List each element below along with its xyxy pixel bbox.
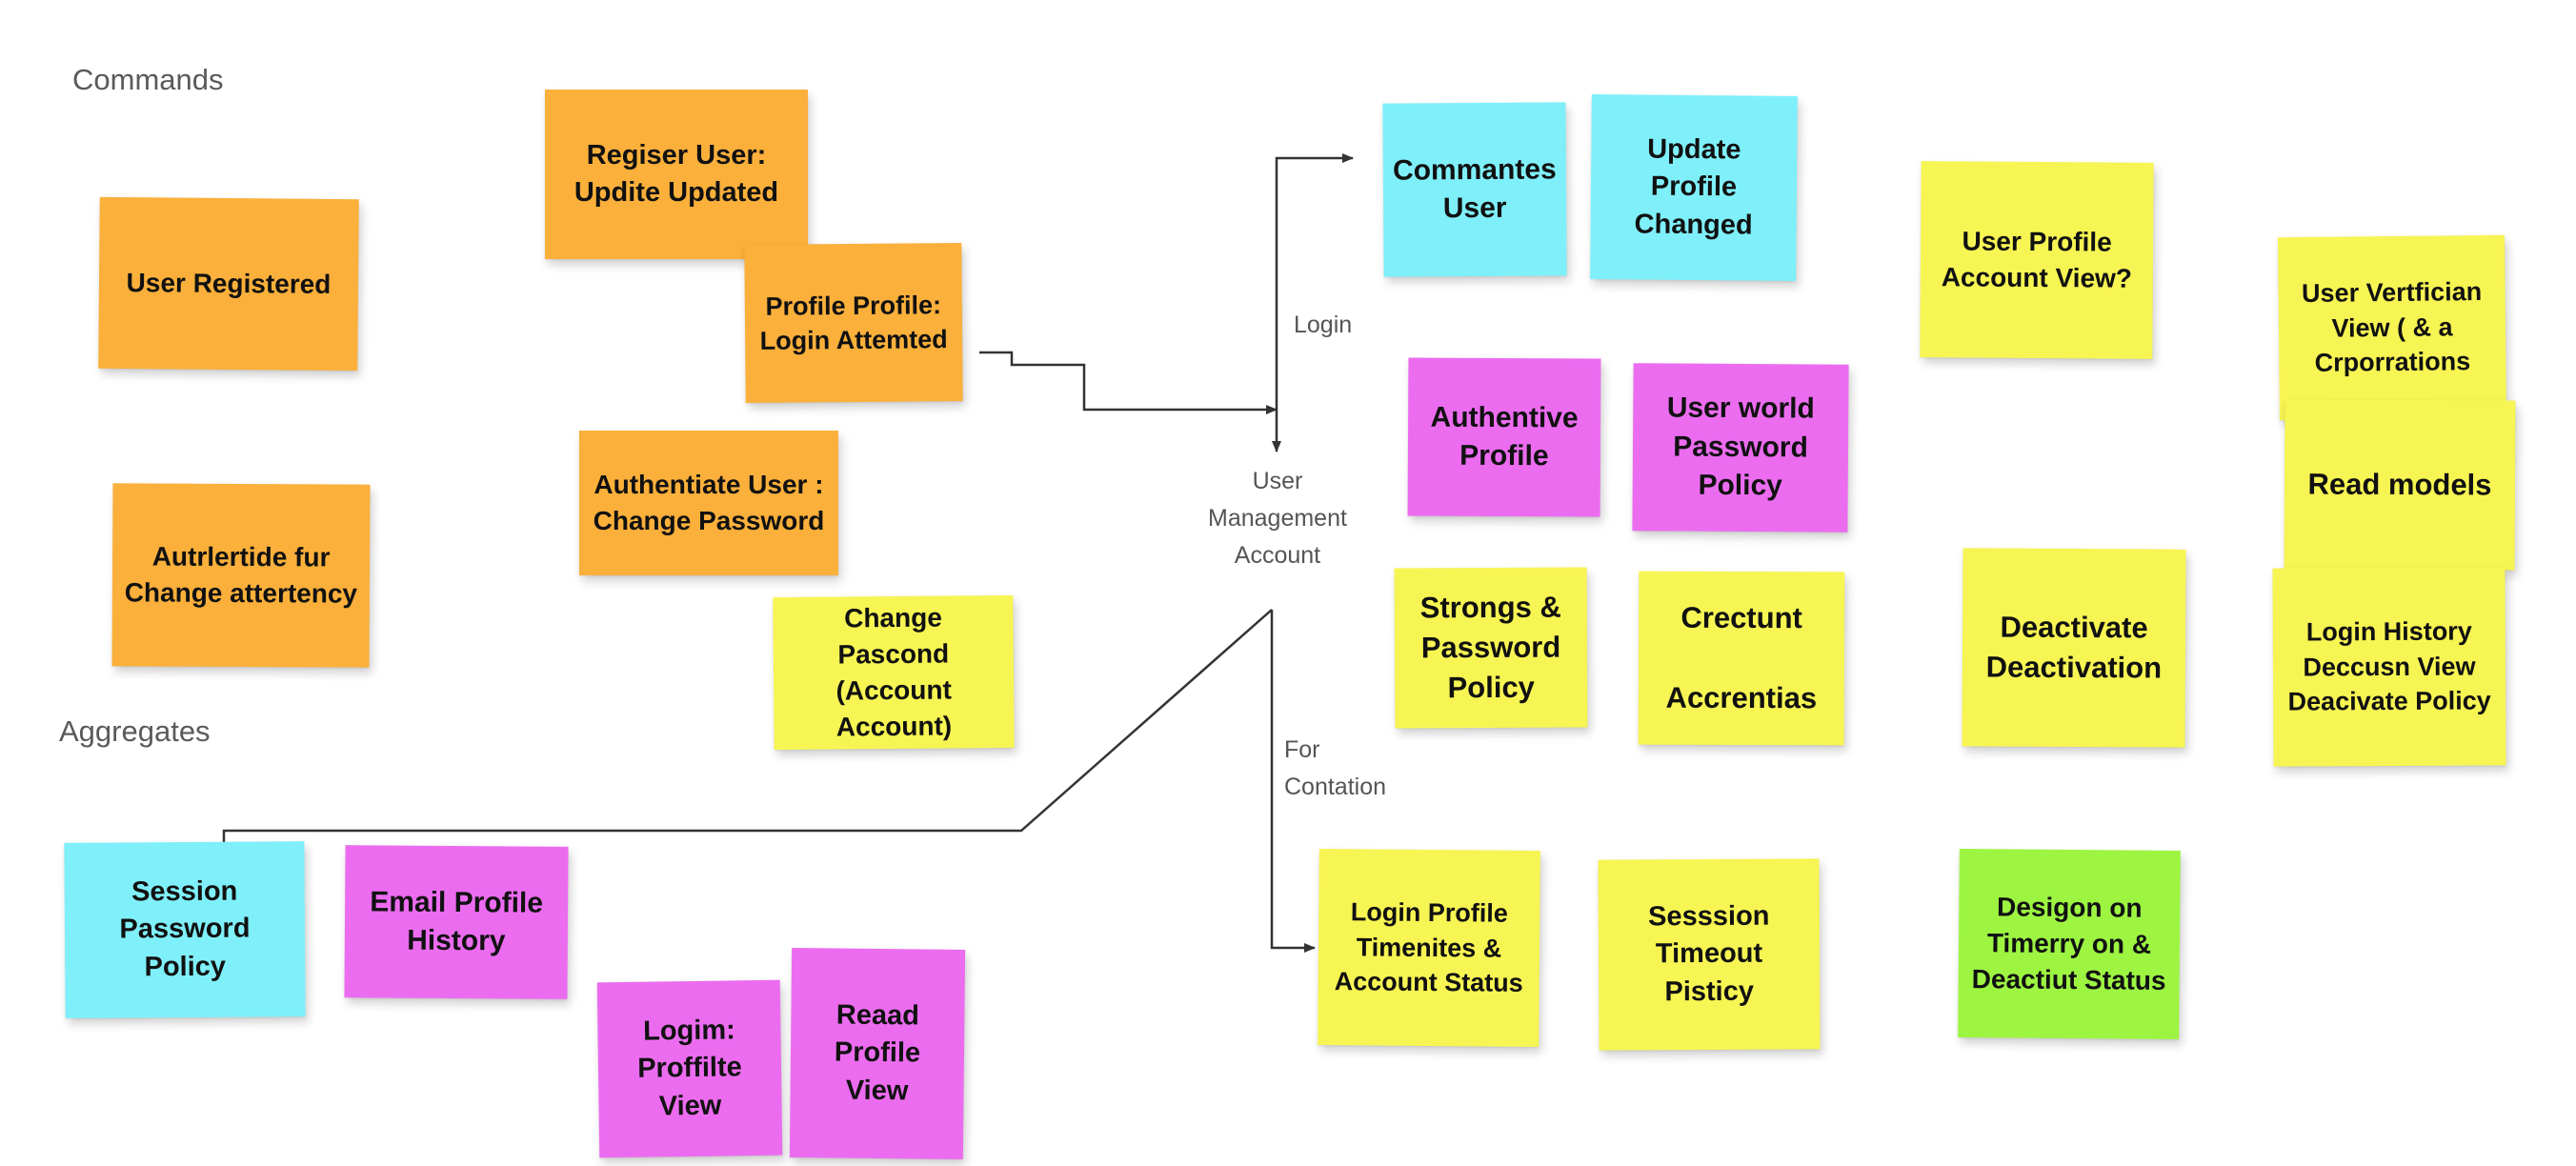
sticky-note-deactivate-deactivation[interactable]: Deactivate Deactivation <box>1962 548 2186 748</box>
sticky-note-read-models[interactable]: Read models <box>2284 399 2516 571</box>
sticky-note-text: Deactivate Deactivation <box>1985 610 2163 685</box>
sticky-note-text: Regiser User: Updite Updated <box>574 139 779 208</box>
connector-from-login-attempted <box>979 351 1278 414</box>
sticky-note-reaad-profile-view[interactable]: Reaad Profile View <box>789 948 966 1159</box>
sticky-note-text: User Profile Account View? <box>1941 226 2133 293</box>
sticky-note-user-vertfician-view[interactable]: User Vertfician View ( & a Crporrations <box>2278 234 2506 421</box>
sticky-note-text: Strongs & Password Policy <box>1419 590 1561 705</box>
sticky-note-commantes-user[interactable]: Commantes User <box>1382 102 1567 277</box>
sticky-note-authentiate-user[interactable]: Authentiate User : Change Password <box>579 431 838 575</box>
sticky-note-text: Email Profile History <box>370 885 544 957</box>
sticky-note-text: Logim: Proffilte View <box>636 1015 742 1122</box>
sticky-note-text: Profile Profile: Login Attemted <box>759 290 948 355</box>
user-management-account-label: User Management Account <box>1208 468 1347 569</box>
connector-account-to-session <box>222 609 1273 842</box>
sticky-note-text: Sesssion Timeout Pisticy <box>1648 900 1770 1007</box>
sticky-note-text: Change Pascond (Account Account) <box>835 602 953 742</box>
sticky-note-text: Update Profile Changed <box>1634 133 1753 241</box>
sticky-note-autrlertide[interactable]: Autrlertide fur Change attertency <box>111 483 371 668</box>
aggregates-section-title: Aggregates <box>59 714 211 748</box>
sticky-note-text: User world Password Policy <box>1666 392 1815 502</box>
sticky-note-user-registered[interactable]: User Registered <box>98 196 359 372</box>
commands-section-title: Commands <box>72 63 224 96</box>
sticky-note-email-profile-history[interactable]: Email Profile History <box>344 845 569 999</box>
sticky-note-text: Authentiate User : Change Password <box>593 470 825 535</box>
sticky-note-text: Login Profile Timenites & Account Status <box>1334 897 1523 998</box>
sticky-note-text: Read models <box>2307 467 2492 502</box>
sticky-note-login-history[interactable]: Login History Deccusn View Deacivate Pol… <box>2272 567 2506 767</box>
sticky-note-text: Reaad Profile View <box>834 999 921 1106</box>
sticky-note-text: Login History Deccusn View Deacivate Pol… <box>2287 616 2491 716</box>
sticky-note-sesssion-timeout[interactable]: Sesssion Timeout Pisticy <box>1598 858 1821 1051</box>
sticky-note-session-password-policy[interactable]: Session Password Policy <box>64 841 306 1018</box>
sticky-note-text: User Vertfician View ( & a Crporrations <box>2301 277 2483 378</box>
sticky-note-text: Crectunt Accrentias <box>1665 601 1818 715</box>
sticky-note-user-world-password-policy[interactable]: User world Password Policy <box>1632 363 1849 533</box>
sticky-note-regiser-user[interactable]: Regiser User: Updite Updated <box>545 90 808 259</box>
sticky-note-login-profile-timenites[interactable]: Login Profile Timenites & Account Status <box>1318 848 1540 1048</box>
sticky-note-text: Session Password Policy <box>119 875 251 982</box>
sticky-note-text: Authentive Profile <box>1430 401 1579 472</box>
sticky-note-logim-proffilte-view[interactable]: Logim: Proffilte View <box>596 979 783 1158</box>
sticky-note-text: Autrlertide fur Change attertency <box>124 541 358 609</box>
sticky-note-change-pascond[interactable]: Change Pascond (Account Account) <box>773 594 1015 751</box>
login-flow-label: Login <box>1294 312 1353 338</box>
sticky-note-profile-login-attempted[interactable]: Profile Profile: Login Attemted <box>744 243 963 403</box>
for-contation-label: For Contation <box>1284 736 1387 800</box>
sticky-note-text: Desigon on Timerry on & Deactiut Status <box>1971 892 2166 995</box>
sticky-note-authentive-profile[interactable]: Authentive Profile <box>1407 357 1601 517</box>
sticky-note-user-profile-account-view[interactable]: User Profile Account View? <box>1920 161 2154 359</box>
sticky-note-crectunt-accrentias[interactable]: Crectunt Accrentias <box>1638 571 1845 746</box>
connector-top-branch <box>1275 153 1354 238</box>
sticky-note-strongs-password-policy[interactable]: Strongs & Password Policy <box>1394 567 1588 729</box>
sticky-note-text: Commantes User <box>1392 152 1557 225</box>
sticky-note-text: User Registered <box>126 268 332 300</box>
sticky-note-update-profile-changed[interactable]: Update Profile Changed <box>1590 94 1798 281</box>
sticky-note-desigon-timerry[interactable]: Desigon on Timerry on & Deactiut Status <box>1958 848 2181 1040</box>
